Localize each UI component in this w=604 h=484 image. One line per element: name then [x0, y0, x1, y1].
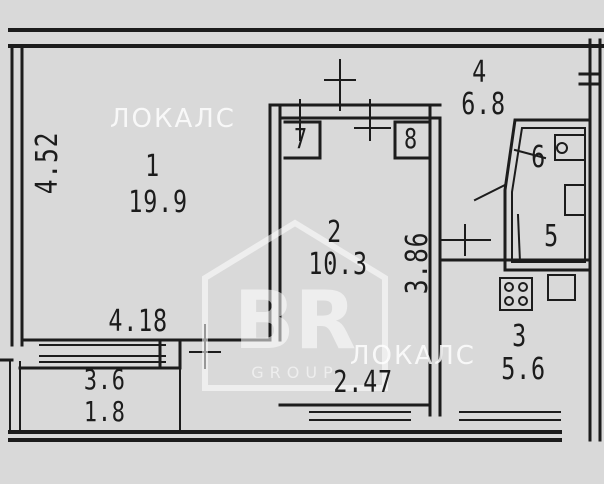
room-7-number: 7	[293, 122, 308, 155]
room-3-number: 3	[512, 319, 527, 354]
watermark-top: ЛОКАЛС	[110, 104, 236, 134]
br-group-logo: BR GROUP	[202, 219, 388, 391]
room-8-number: 8	[403, 122, 418, 155]
logo-subtext: GROUP	[251, 363, 338, 382]
dimension-room1-height: 4.52	[30, 131, 66, 195]
dimension-room2-height: 3.86	[400, 231, 436, 295]
room-4-area: 6.8	[461, 87, 506, 122]
bottom-wall	[8, 430, 562, 442]
balcony-number: 3.6	[83, 363, 126, 396]
room2-left-wall	[268, 103, 282, 342]
logo-text: BR	[234, 274, 357, 367]
watermark-bottom: ЛОКАЛС	[350, 341, 476, 371]
dimension-room1-width: 4.18	[108, 304, 168, 339]
room-3-area: 5.6	[501, 352, 546, 387]
top-wall	[8, 28, 604, 48]
room-6-number: 6	[531, 140, 546, 175]
room-2-area: 10.3	[308, 247, 368, 282]
room-5-number: 5	[544, 219, 559, 254]
room-1-number: 1	[145, 149, 160, 184]
balcony-area: 1.8	[83, 395, 126, 428]
room-1-area: 19.9	[128, 185, 188, 220]
room-4-number: 4	[472, 55, 487, 90]
left-wall	[10, 44, 24, 347]
room-2-number: 2	[327, 215, 342, 250]
dimension-room2-width: 2.47	[333, 365, 393, 400]
